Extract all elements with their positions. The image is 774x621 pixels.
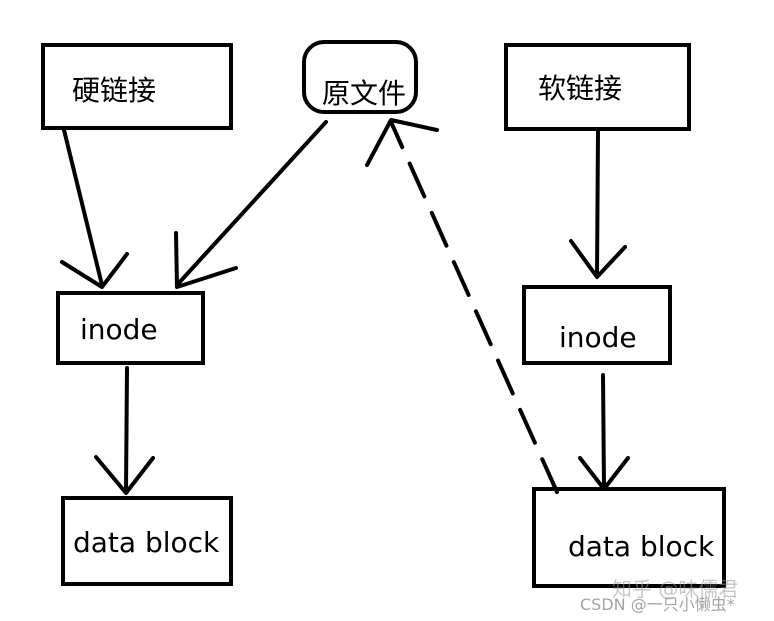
- inode-right-label: inode: [559, 321, 637, 354]
- dashed-arrow-softlink-datablock-to-originalfile: [365, 118, 559, 494]
- hard-link-label: 硬链接: [72, 74, 156, 107]
- inode-left-box: [56, 291, 205, 365]
- arrow-inode-to-datablock-left: [94, 366, 155, 495]
- zhihu-watermark: 知乎 @味儒君: [612, 577, 738, 601]
- soft-link-box: [504, 43, 691, 131]
- hard-link-box: [41, 43, 233, 130]
- inode-left-label: inode: [80, 313, 158, 346]
- arrow-hardlink-to-inode: [60, 128, 129, 289]
- data-block-right-box: [532, 487, 726, 588]
- csdn-watermark: CSDN @一只小懒虫*: [580, 595, 735, 614]
- data-block-left-box: [61, 496, 233, 586]
- arrow-inode-to-datablock-right: [578, 373, 630, 491]
- data-block-right-label: data block: [568, 530, 715, 563]
- inode-right-box: [522, 285, 672, 365]
- arrow-softlink-to-inode: [569, 129, 627, 279]
- arrow-originalfile-to-inode: [174, 120, 328, 289]
- data-block-left-label: data block: [73, 526, 220, 559]
- original-file-box: [302, 40, 418, 114]
- soft-link-label: 软链接: [538, 72, 622, 105]
- original-file-label: 原文件: [322, 77, 406, 110]
